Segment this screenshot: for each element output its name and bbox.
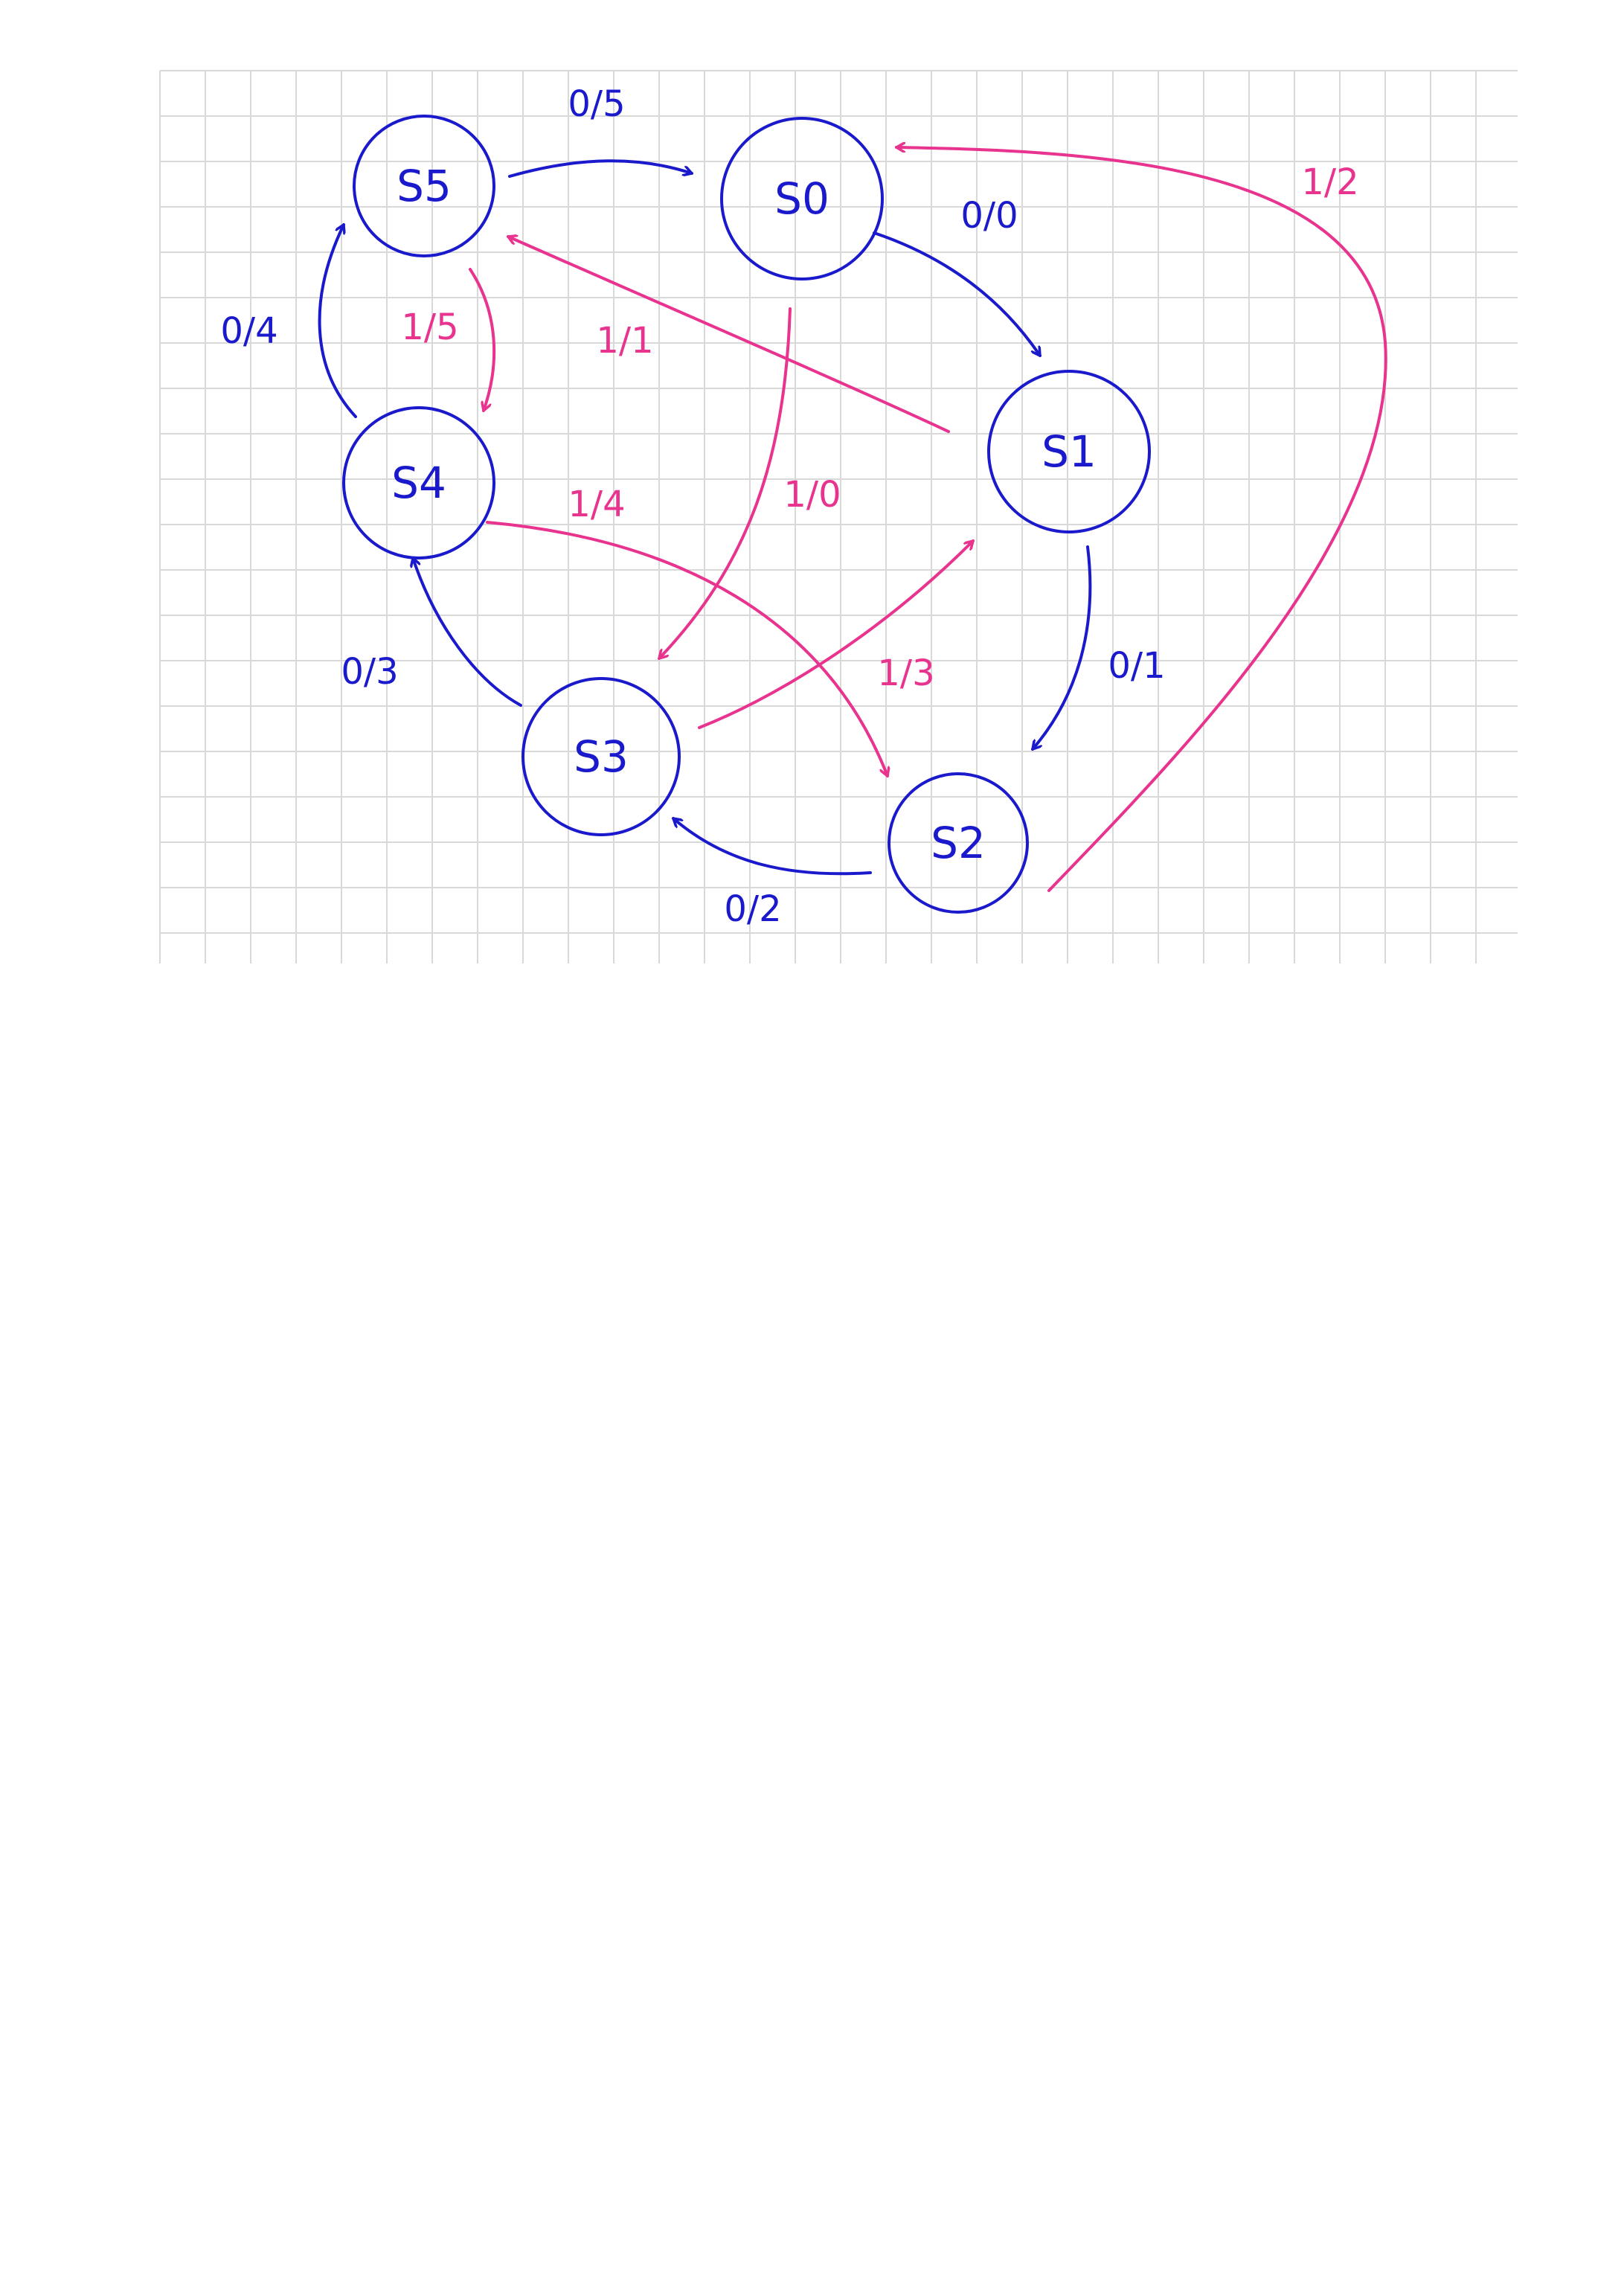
transition-arrow-s3-s4	[413, 558, 522, 707]
state-circle	[521, 677, 681, 836]
state-node-s5: S5	[353, 115, 495, 257]
transition-arrow-s0-s3	[659, 307, 792, 658]
transition-arrow-s1-s2	[1033, 545, 1092, 749]
transition-arrow-s0-s1	[873, 231, 1042, 356]
transition-label-s5-s4: 1/5	[401, 307, 458, 348]
transition-arrow-s1-s5	[508, 237, 950, 433]
state-circle	[353, 115, 495, 257]
state-label: S1	[1042, 426, 1097, 477]
state-label: S4	[391, 458, 446, 508]
transition-arrow-s2-s0	[896, 147, 1387, 892]
transition-labels: 0/0 0/1 0/2 0/3 0/4 0/5 1/0 1/1 1/2 1/3 1/4 1/5	[220, 83, 1358, 930]
state-circle	[720, 117, 884, 280]
transition-arrow-s5-s4	[469, 268, 496, 411]
transition-label-s0-s1: 0/0	[960, 195, 1018, 237]
transition-label-s3-s1: 1/3	[877, 652, 934, 694]
transition-label-s1-s2: 0/1	[1108, 645, 1165, 687]
state-circle	[888, 772, 1029, 914]
state-node-s2: S2	[888, 772, 1029, 914]
transition-label-s4-s2: 1/4	[568, 484, 625, 525]
transition-arrow-s5-s0	[508, 159, 692, 178]
state-label: S3	[574, 731, 629, 782]
state-circle	[342, 406, 495, 559]
transition-label-s4-s5: 0/4	[220, 310, 277, 352]
transition-label-s5-s0: 0/5	[568, 83, 625, 125]
state-label: S2	[931, 818, 986, 868]
state-node-s3: S3	[521, 677, 681, 836]
state-node-s4: S4	[342, 406, 495, 559]
grid-background	[159, 70, 1518, 963]
transition-label-s2-s0: 1/2	[1301, 161, 1358, 203]
transition-arrow-s2-s3	[673, 818, 872, 876]
state-label: S5	[397, 161, 452, 211]
transition-arrow-s3-s1	[698, 541, 973, 729]
transition-edges	[318, 147, 1387, 892]
transition-label-s3-s4: 0/3	[341, 651, 398, 693]
state-node-s0: S0	[720, 117, 884, 280]
transition-label-s0-s3: 1/0	[783, 474, 841, 516]
transition-label-s1-s5: 1/1	[596, 320, 653, 362]
state-circle	[987, 370, 1151, 533]
state-label: S0	[774, 173, 829, 224]
transition-arrow-s4-s5	[318, 225, 357, 418]
transition-label-s2-s3: 0/2	[724, 888, 781, 930]
transition-arrow-s4-s2	[486, 521, 888, 776]
state-node-s1: S1	[987, 370, 1151, 533]
